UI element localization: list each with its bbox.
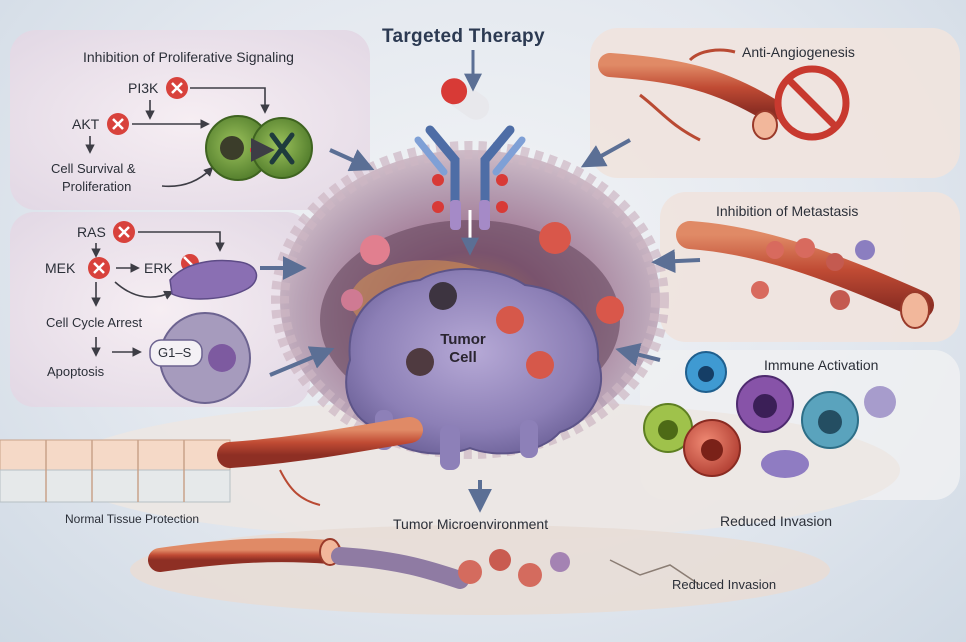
- immune-cells-icon: [643, 351, 896, 478]
- tumor-shell-texture: [271, 141, 669, 459]
- normal-tissue-label: Normal Tissue Protection: [65, 512, 200, 526]
- no-sign-icon: [774, 65, 850, 141]
- ras-label: RAS: [77, 224, 106, 240]
- tumor-cell-label: Tumor Cell: [428, 331, 498, 367]
- erk-complex-icon: [169, 259, 258, 300]
- tumor-nucleus: [526, 351, 554, 379]
- cell-cycle-arrest-label: Cell Cycle Arrest: [46, 315, 143, 330]
- immune-activation-heading: Immune Activation: [764, 357, 879, 373]
- metastasis-heading: Inhibition of Metastasis: [716, 203, 859, 219]
- pathway-arrow: [161, 166, 214, 188]
- normal-tissue-icon: [0, 417, 423, 506]
- cell-survival-label: Cell Survival &: [51, 161, 136, 176]
- cavity-cell: [341, 289, 363, 311]
- panel-arrow: [651, 249, 701, 274]
- dividing-cell-icon: [205, 115, 313, 181]
- tumor-nucleus: [406, 348, 434, 376]
- arrested-cell-icon: [149, 312, 251, 404]
- cavity-cell: [360, 235, 390, 265]
- panel-arrow: [269, 346, 335, 377]
- tumor-protrusion: [440, 425, 460, 470]
- proliferation-label: Proliferation: [62, 179, 132, 194]
- mek-label: MEK: [45, 260, 76, 276]
- reduced-invasion-bottom-label: Reduced Invasion: [672, 577, 777, 592]
- tumor-nucleus: [429, 282, 457, 310]
- tumor-protrusion: [520, 420, 538, 458]
- reduced-invasion-right-label: Reduced Invasion: [720, 513, 833, 529]
- blood-vessel: [598, 53, 782, 122]
- g1-s-label: G1–S: [158, 345, 192, 360]
- tumor-label-line2: Cell: [449, 349, 477, 366]
- anti-angiogenesis-heading: Anti-Angiogenesis: [742, 44, 855, 60]
- pi3k-label: PI3K: [128, 80, 159, 96]
- panel-arrow: [329, 148, 375, 172]
- cavity-cell: [539, 222, 571, 254]
- tumor-label-line1: Tumor: [440, 331, 486, 348]
- antibody-icon: [414, 78, 526, 230]
- proliferative-heading: Inhibition of Proliferative Signaling: [83, 49, 294, 65]
- panel-arrow: [615, 343, 661, 367]
- pathway-arrow: [114, 281, 174, 300]
- pathway-arrow: [138, 231, 225, 252]
- diagram-title: Targeted Therapy: [382, 26, 545, 47]
- blood-vessel: [676, 221, 934, 319]
- panel-arrow: [580, 138, 631, 168]
- cavity-cell: [596, 296, 624, 324]
- microenvironment-icon: [148, 538, 701, 589]
- apoptosis-label: Apoptosis: [47, 364, 105, 379]
- akt-label: AKT: [72, 116, 100, 132]
- pathway-arrow: [190, 87, 270, 114]
- erk-label: ERK: [144, 260, 173, 276]
- microenvironment-label: Tumor Microenvironment: [393, 516, 549, 532]
- tumor-nucleus: [496, 306, 524, 334]
